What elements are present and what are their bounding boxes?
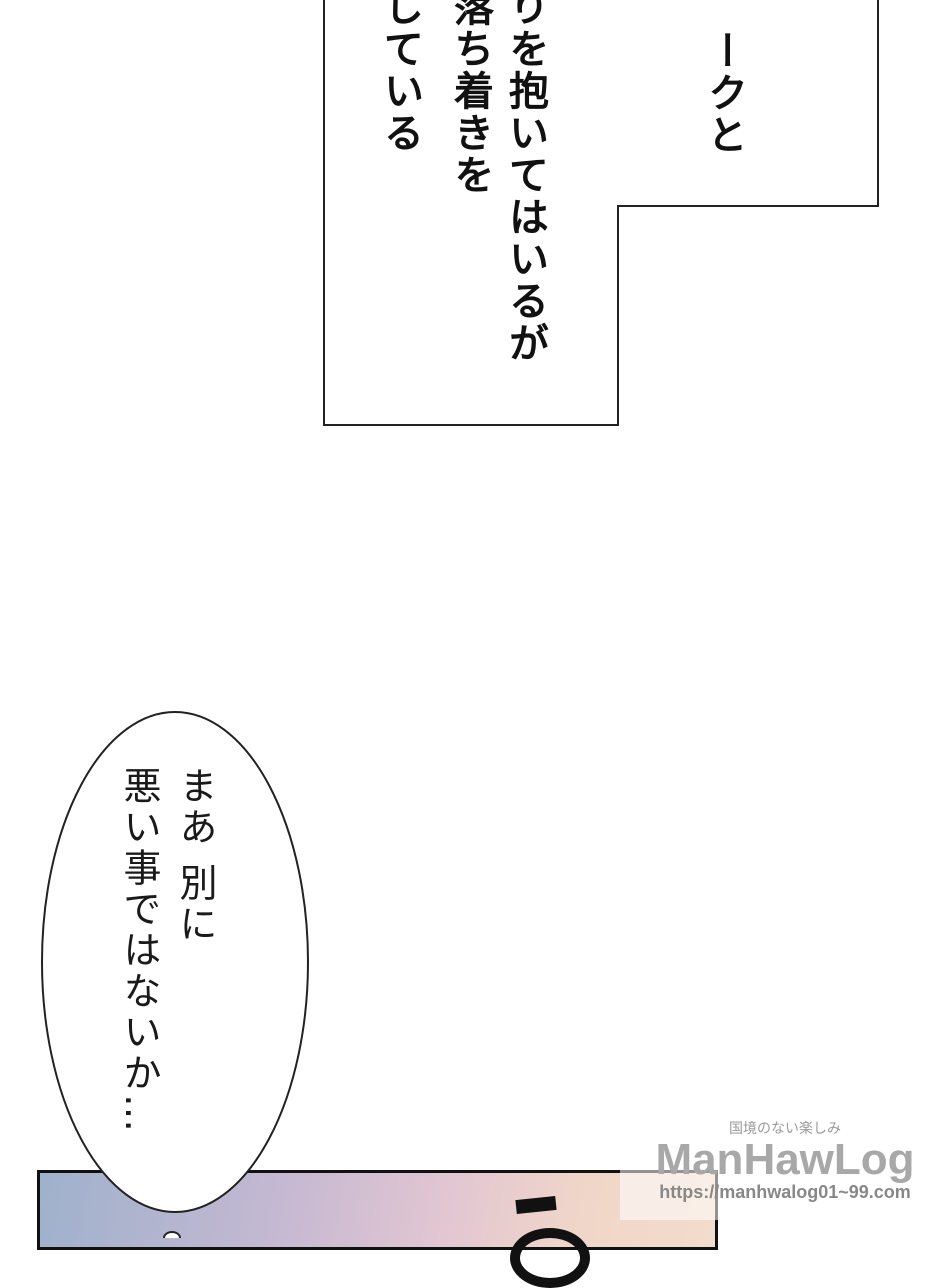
panel-ink-mark [510,1228,590,1288]
watermark-url: https://manhwalog01~99.com [659,1182,911,1202]
narration-line-3: 落ち着きを [447,0,493,196]
narration-box-border [323,0,879,426]
panel-ink-mark [515,1195,557,1215]
watermark-tagline: 国境のない楽しみ [729,1121,841,1137]
speech-line-2: 悪い事ではないか… [117,766,161,1135]
narration-line-4: している [377,0,423,154]
narration-line-1: ークと [701,30,747,156]
speech-bubble-shape [41,711,309,1238]
speech-line-1: まあ 別に [173,766,217,946]
watermark: 国境のない楽しみ ManHawLog https://manhwalog01~9… [620,1112,950,1220]
narration-line-2: りを抱いてはいるが [502,0,548,364]
narration-box: ークと りを抱いてはいるが 落ち着きを している [323,0,879,426]
watermark-logo: ManHawLog [655,1135,915,1184]
